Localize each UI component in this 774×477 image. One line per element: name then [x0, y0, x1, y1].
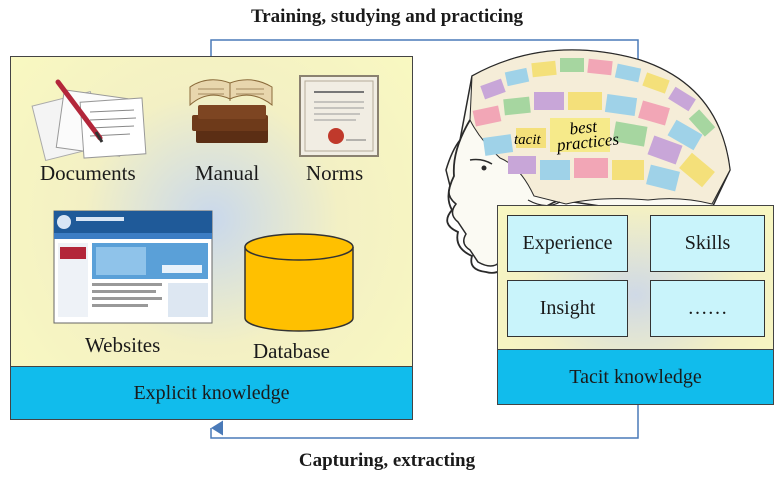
ellipsis-box: ……	[650, 280, 765, 337]
capturing-arrow	[210, 405, 639, 439]
capturing-caption: Capturing, extracting	[298, 450, 476, 471]
insight-box: Insight	[507, 280, 628, 337]
database-label: Database	[253, 339, 330, 363]
websites-label: Websites	[85, 333, 161, 357]
ellipsis-label: ……	[687, 297, 728, 319]
explicit-knowledge-label: Explicit knowledge	[10, 366, 413, 420]
tacit-knowledge-label: Tacit knowledge	[497, 349, 774, 405]
brain-tacit-label: tacit	[514, 132, 541, 148]
norms-label: Norms	[306, 161, 364, 185]
insight-label: Insight	[539, 297, 596, 319]
skills-box: Skills	[650, 215, 765, 272]
skills-label: Skills	[684, 232, 731, 254]
explicit-knowledge-text: Explicit knowledge	[133, 381, 290, 404]
experience-box: Experience	[507, 215, 628, 272]
documents-label: Documents	[40, 161, 136, 185]
experience-label: Experience	[522, 232, 613, 254]
tacit-knowledge-text: Tacit knowledge	[569, 365, 702, 388]
training-caption: Training, studying and practicing	[250, 6, 524, 27]
brain-best-practices-label: best practices	[555, 116, 620, 155]
manual-label: Manual	[195, 161, 260, 185]
